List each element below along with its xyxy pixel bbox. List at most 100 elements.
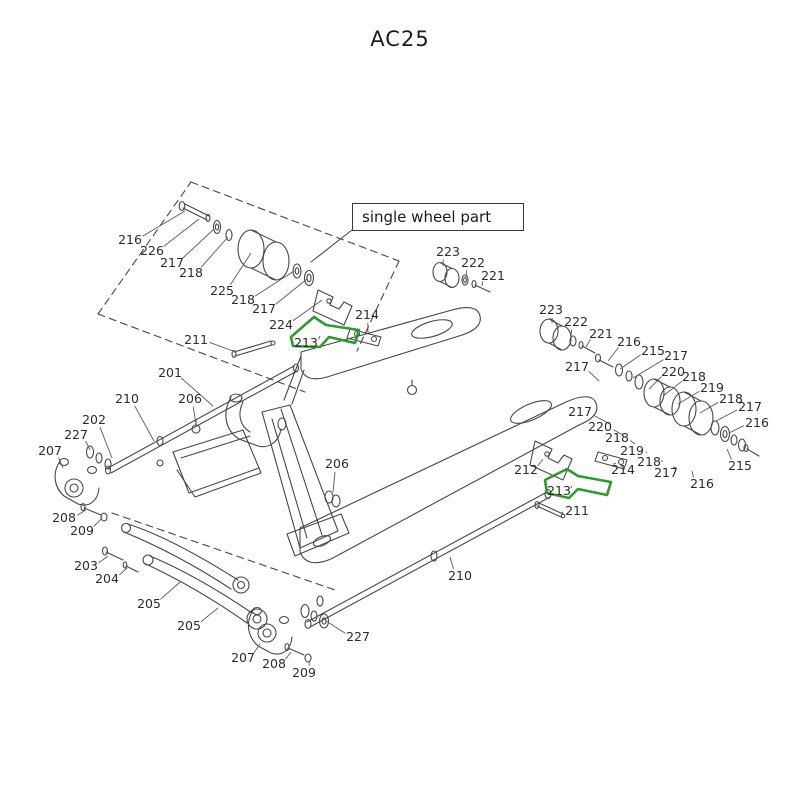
leader-line (560, 511, 564, 514)
part-label-220: 220 (588, 419, 612, 434)
lower-fork (299, 396, 598, 564)
leader-line (607, 347, 619, 362)
leader-line (163, 218, 200, 247)
part-label-216: 216 (617, 334, 641, 349)
part-label-218: 218 (605, 430, 629, 445)
leader-line (85, 440, 91, 451)
callout-label: single wheel part (362, 208, 492, 226)
leader-line (645, 451, 648, 454)
part-label-211: 211 (565, 503, 589, 518)
leader-line (275, 278, 308, 305)
left-wheel-assembly (54, 445, 139, 573)
part-label-227: 227 (64, 427, 88, 442)
leader-line (325, 620, 346, 634)
leader-line (253, 643, 261, 654)
leader-line (58, 457, 64, 469)
part-label-217: 217 (738, 399, 762, 414)
leader-line (677, 391, 700, 405)
part-label-219: 219 (620, 443, 644, 458)
part-label-214: 214 (355, 307, 379, 322)
part-label-218: 218 (179, 265, 203, 280)
leader-line (230, 252, 252, 285)
part-label-212: 212 (514, 462, 538, 477)
part-label-223: 223 (539, 302, 563, 317)
leader-line (285, 651, 292, 660)
part-label-208: 208 (262, 656, 286, 671)
leader-line (99, 427, 113, 459)
carriage-frame (172, 393, 350, 557)
part-label-209: 209 (70, 523, 94, 538)
right-upper-roller-parts (539, 318, 596, 354)
part-label-208: 208 (52, 510, 76, 525)
leader-line (142, 210, 186, 237)
part-label-225: 225 (210, 283, 234, 298)
part-label-217: 217 (252, 301, 276, 316)
part-label-206: 206 (178, 391, 202, 406)
part-label-209: 209 (292, 665, 316, 680)
part-label-217: 217 (664, 348, 688, 363)
part-label-217: 217 (565, 359, 589, 374)
leader-line (699, 401, 719, 414)
leader-line (630, 440, 636, 445)
top-wheel-parts (432, 261, 491, 293)
leader-line (726, 448, 732, 460)
part-label-215: 215 (641, 343, 665, 358)
part-label-206: 206 (325, 456, 349, 471)
right-axle-parts (594, 353, 760, 457)
part-label-218: 218 (231, 292, 255, 307)
leader-line (632, 359, 664, 379)
part-label-221: 221 (589, 326, 613, 341)
rocker-arms (120, 522, 268, 630)
part-label-222: 222 (461, 255, 485, 270)
leader-line (612, 462, 617, 465)
leader-lines (58, 210, 744, 666)
part-label-226: 226 (140, 243, 164, 258)
leader-line (134, 405, 155, 442)
leader-line (118, 567, 128, 576)
bottom-wheel-assembly (247, 603, 330, 663)
leader-line (619, 354, 641, 370)
leader-line (292, 299, 323, 322)
leader-line (728, 425, 744, 434)
part-label-210: 210 (115, 391, 139, 406)
leader-line (200, 607, 219, 623)
part-label-213: 213 (547, 483, 571, 498)
part-label-218: 218 (637, 454, 661, 469)
right-carrier-links (529, 440, 628, 519)
part-label-223: 223 (436, 244, 460, 259)
part-label-222: 222 (564, 314, 588, 329)
part-label-205: 205 (177, 618, 201, 633)
highlighted-parts (289, 315, 613, 500)
leader-line (592, 414, 611, 425)
part-label-213: 213 (294, 335, 318, 350)
part-label-202: 202 (82, 412, 106, 427)
part-label-203: 203 (74, 558, 98, 573)
leader-line (332, 471, 336, 493)
leader-line (672, 466, 677, 469)
leader-line (481, 281, 484, 287)
callout-leader-line (310, 229, 353, 263)
part-label-205: 205 (137, 596, 161, 611)
diagram-line-art (54, 181, 760, 663)
part-label-218: 218 (682, 369, 706, 384)
leader-line (570, 485, 573, 489)
part-label-211: 211 (184, 332, 208, 347)
part-label-214: 214 (611, 462, 635, 477)
leader-line (715, 409, 738, 422)
leader-line (76, 509, 87, 516)
part-label-217: 217 (654, 465, 678, 480)
leader-line (200, 236, 229, 268)
leader-line (570, 329, 573, 338)
page-title: AC25 (370, 27, 430, 51)
part-label-220: 220 (661, 364, 685, 379)
leader-line (160, 581, 181, 600)
part-label-216: 216 (690, 476, 714, 491)
leader-line (465, 270, 468, 278)
leader-line (612, 429, 624, 436)
leader-line (182, 228, 215, 259)
leader-line (662, 380, 683, 397)
leader-line (318, 335, 321, 340)
